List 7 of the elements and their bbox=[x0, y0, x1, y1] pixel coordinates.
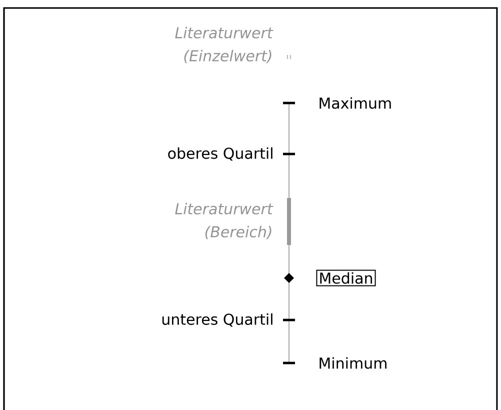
legend-note: Literaturwert (Einzelwert) bbox=[175, 26, 274, 64]
legend-note: Literaturwert (Bereich) bbox=[175, 202, 274, 240]
axis-label: Maximum bbox=[320, 97, 391, 109]
median-label-box: Median bbox=[316, 270, 376, 286]
axis-label: unteres Quartil bbox=[162, 313, 272, 327]
axis-label: oberes Quartil bbox=[168, 147, 272, 161]
axis-label: Minimum bbox=[320, 357, 386, 369]
